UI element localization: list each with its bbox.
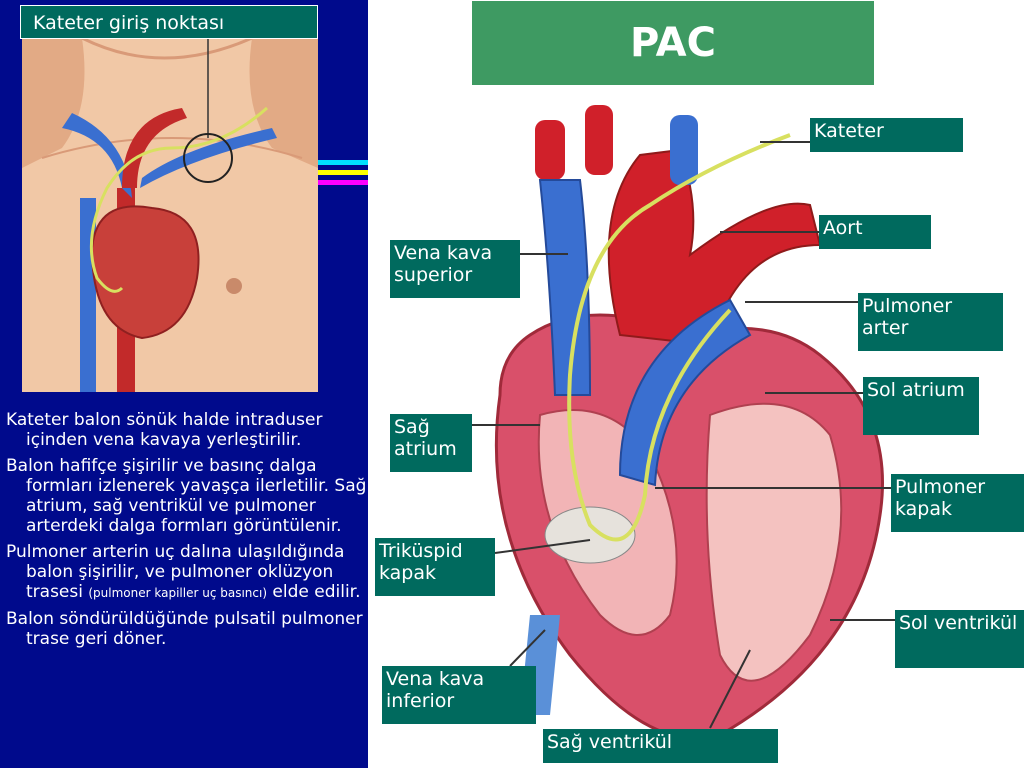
label-sag-ventrikul: Sağ ventrikül	[543, 729, 778, 763]
bullet-3: Pulmoner arterin uç dalına ulaşıldığında…	[6, 542, 368, 603]
left-panel: Kateter giriş noktası Kateter balon sönü…	[0, 0, 368, 768]
bullet-3-text: Pulmoner arterin uç dalına ulaşıldığında…	[6, 542, 345, 602]
label-vena-kava-inferior: Vena kava inferior	[382, 666, 536, 724]
label-sag-atrium: Sağ atrium	[390, 414, 472, 472]
stripe-cyan	[318, 160, 368, 165]
bullet-list: Kateter balon sönük halde intraduser içi…	[6, 410, 368, 655]
entry-point-caption: Kateter giriş noktası	[20, 5, 318, 39]
bullet-4-text: Balon söndürüldüğünde pulsatil pulmoner …	[6, 609, 363, 649]
bullet-2: Balon hafifçe şişirilir ve basınç dalga …	[6, 456, 368, 536]
bullet-1: Kateter balon sönük halde intraduser içi…	[6, 410, 368, 450]
bullet-3-tail: elde edilir.	[267, 582, 361, 602]
label-aort: Aort	[819, 215, 931, 249]
stripe-magenta	[318, 180, 368, 185]
label-sol-ventrikul: Sol ventrikül	[895, 610, 1024, 668]
bullet-2-text: Balon hafifçe şişirilir ve basınç dalga …	[6, 456, 367, 536]
label-pulmoner-arter: Pulmoner arter	[858, 293, 1003, 351]
heart-illustration	[494, 105, 884, 740]
bullet-4: Balon söndürüldüğünde pulsatil pulmoner …	[6, 609, 368, 649]
label-pulmoner-kapak: Pulmoner kapak	[891, 474, 1024, 532]
bullet-1-text: Kateter balon sönük halde intraduser içi…	[6, 410, 323, 450]
label-vena-kava-superior: Vena kava superior	[390, 240, 520, 298]
label-sol-atrium: Sol atrium	[863, 377, 979, 435]
label-trikuspid-kapak: Triküspid kapak	[375, 538, 495, 596]
circle-marker-icon	[183, 133, 233, 183]
torso-illustration	[22, 38, 318, 392]
bullet-3-note: (pulmoner kapiller uç basıncı)	[88, 586, 268, 600]
label-kateter: Kateter	[810, 118, 963, 152]
slide-title: PAC	[472, 1, 874, 85]
stripe-yellow	[318, 170, 368, 175]
